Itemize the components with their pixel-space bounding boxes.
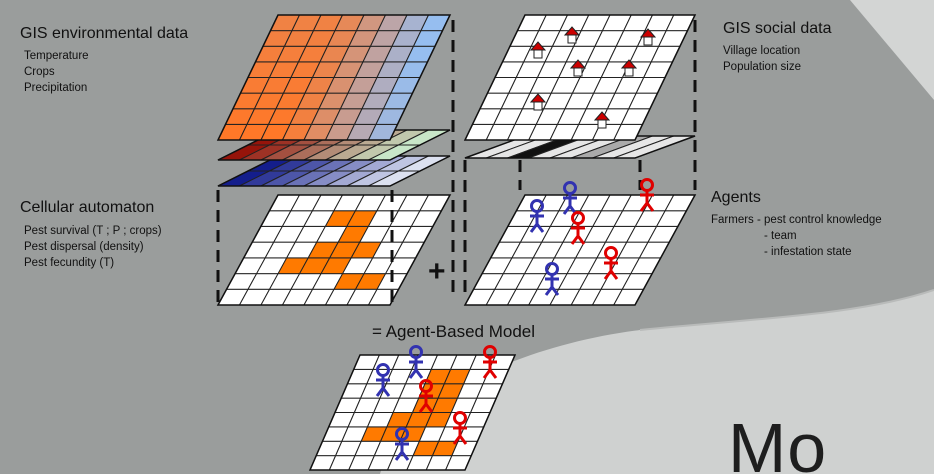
house-icon <box>597 119 607 129</box>
farmer-icon <box>639 178 655 212</box>
agents-item-infestation: - infestation state <box>764 246 852 258</box>
slide-title-fragment: Mo <box>728 409 828 474</box>
ca-item-dispersal: Pest dispersal (density) <box>24 241 144 253</box>
env-layer-border <box>216 14 452 141</box>
social-item-population: Population size <box>723 61 801 73</box>
farmer-icon <box>452 411 468 445</box>
farmer-icon <box>570 211 586 245</box>
abm-grid-border <box>308 354 517 471</box>
precip-layer-border <box>217 155 451 187</box>
result-label: = Agent-Based Model <box>372 322 536 341</box>
plus-sign: + <box>428 255 446 288</box>
house-icon <box>573 67 583 77</box>
env-item-precipitation: Precipitation <box>24 82 88 94</box>
farmer-icon <box>375 363 391 397</box>
agents-title: Agents <box>711 189 761 206</box>
agents-item-knowledge: Farmers - pest control knowledge <box>711 214 882 226</box>
farmer-icon <box>418 379 434 413</box>
gis-environmental-title: GIS environmental data <box>20 25 189 42</box>
house-icon <box>567 34 577 44</box>
ca-grid-border <box>216 194 452 306</box>
social-item-village: Village location <box>723 45 801 57</box>
ca-item-survival: Pest survival (T ; P ; crops) <box>24 225 162 237</box>
farmer-icon <box>482 345 498 379</box>
agents-grid-border <box>463 194 697 306</box>
farmer-icon <box>603 246 619 280</box>
house-icon <box>533 49 543 59</box>
farmer-icon <box>394 427 410 461</box>
farmer-icon <box>544 262 560 296</box>
house-icon <box>624 67 634 77</box>
farmer-icon <box>529 199 545 233</box>
social-layer-border <box>463 14 697 141</box>
house-icon <box>533 101 543 111</box>
gis-social-title: GIS social data <box>723 20 832 37</box>
agents-item-team: - team <box>764 230 797 242</box>
house-icon <box>643 36 653 46</box>
env-item-temperature: Temperature <box>24 50 89 62</box>
env-item-crops: Crops <box>24 66 55 78</box>
social-base-border <box>464 135 696 159</box>
farmer-icon <box>408 345 424 379</box>
ca-item-fecundity: Pest fecundity (T) <box>24 257 115 269</box>
cellular-automaton-title: Cellular automaton <box>20 199 155 216</box>
